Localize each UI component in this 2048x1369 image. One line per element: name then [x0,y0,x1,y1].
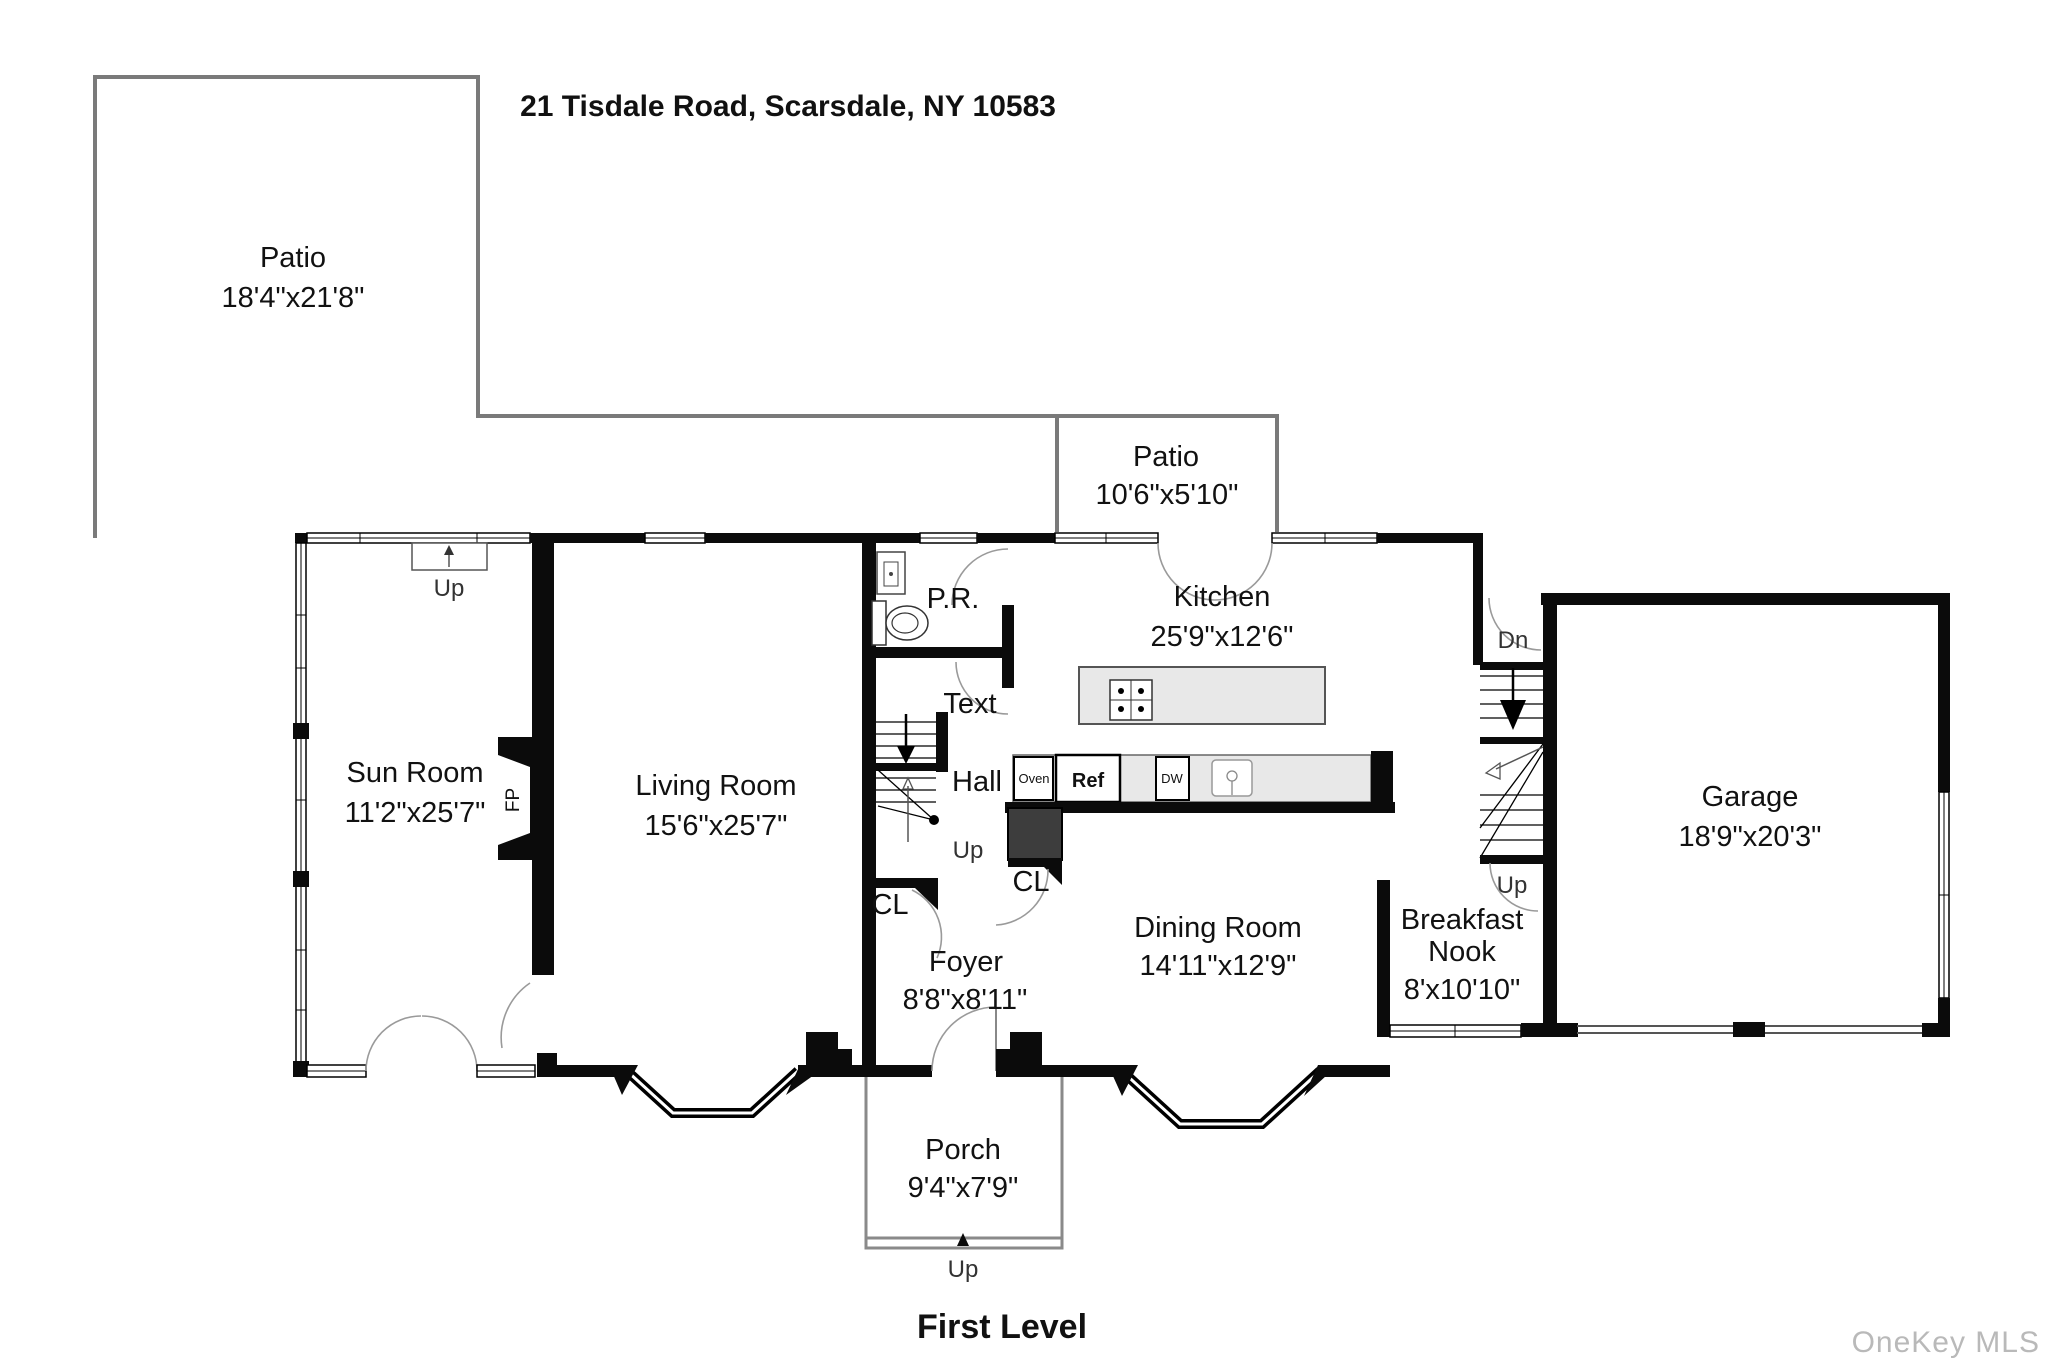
ref-label: Ref [1072,770,1105,792]
dishwasher-icon [1155,756,1190,801]
garage-stairs-up-arrow-icon [1484,761,1501,780]
oven-icon [1013,756,1054,801]
kitchen-fixtures [1005,666,1395,813]
stairs-down-arrow-icon [897,746,915,764]
page-title: 21 Tisdale Road, Scarsdale, NY 10583 [520,90,1056,123]
toilet-icon [871,600,887,646]
sun-room-label: Sun Room [346,757,483,789]
porch-up-arrow-icon [957,1233,969,1246]
living-room-bay-window [625,1069,800,1115]
sun-room-dims: 11'2"x25'7" [345,797,486,829]
hall-label: Hall [952,766,1002,798]
kitchen-sink-icon [1211,759,1253,797]
porch-up-label: Up [948,1256,979,1283]
porch-outline [864,1077,1064,1250]
sun-room-up-label: Up [434,575,465,602]
dw-label: DW [1161,771,1183,786]
hall-up-label: Up [953,837,984,864]
porch-dims: 9'4"x7'9" [908,1172,1019,1204]
foyer-closet-jamb [915,888,938,910]
kitchen-dims: 25'9"x12'6" [1151,621,1294,653]
living-room-west-wall [498,543,557,1077]
dining-room-bay-window [1120,1069,1322,1126]
sun-room-up-arrow-icon [444,545,454,555]
dining-closet [995,807,1063,926]
dining-room-dims: 14'11"x12'9" [1140,950,1297,982]
garage-stairs-down-arrow-icon [1500,700,1526,730]
living-room-dims: 15'6"x25'7" [645,810,788,842]
closet-right-label: CL [1012,866,1049,898]
patio-small-dims: 10'6"x5'10" [1096,479,1239,511]
fireplace-label: FP [503,788,524,812]
garage-stairs-dn-label: Dn [1498,627,1529,654]
garage-dims: 18'9"x20'3" [1679,821,1822,853]
sun-room-walls [293,542,536,1078]
center-staircase [873,712,948,959]
north-wall [295,532,1483,544]
patio-large-label: Patio [260,242,326,274]
powder-room-fixtures [871,551,929,646]
foyer-label: Foyer [929,946,1003,978]
garage-stairs-up-label: Up [1497,872,1528,899]
stair-newel-dot [929,815,939,825]
breakfast-nook-dims: 8'x10'10" [1404,974,1521,1006]
garage-walls [1541,593,1950,1037]
kitchen-patio-doors [1157,542,1273,601]
breakfast-nook-label-1: Breakfast [1401,904,1524,936]
center-walls [862,543,1014,1077]
text-note-label: Text [943,688,996,720]
powder-room-label: P.R. [927,583,980,615]
living-room-label: Living Room [635,770,796,802]
kitchen-label: Kitchen [1174,581,1271,613]
stairs-up-arrow-icon [901,776,915,790]
dining-room-label: Dining Room [1134,912,1302,944]
level-title: First Level [917,1308,1087,1346]
patio-small-label: Patio [1133,441,1199,473]
fireplace-box [498,755,530,845]
garage-staircase [1473,543,1544,912]
watermark: OneKey MLS [1852,1326,2040,1359]
patio-outlines [93,75,1279,538]
breakfast-nook-walls [1377,880,1578,1038]
closet-left-label: CL [871,889,908,921]
garage-label: Garage [1702,781,1799,813]
breakfast-nook-label-2: Nook [1428,936,1496,968]
patio-large-dims: 18'4"x21'8" [222,282,365,314]
oven-label: Oven [1018,771,1049,786]
south-wall [537,1006,1390,1129]
foyer-dims: 8'8"x8'11" [903,984,1028,1016]
porch-label: Porch [925,1134,1001,1166]
